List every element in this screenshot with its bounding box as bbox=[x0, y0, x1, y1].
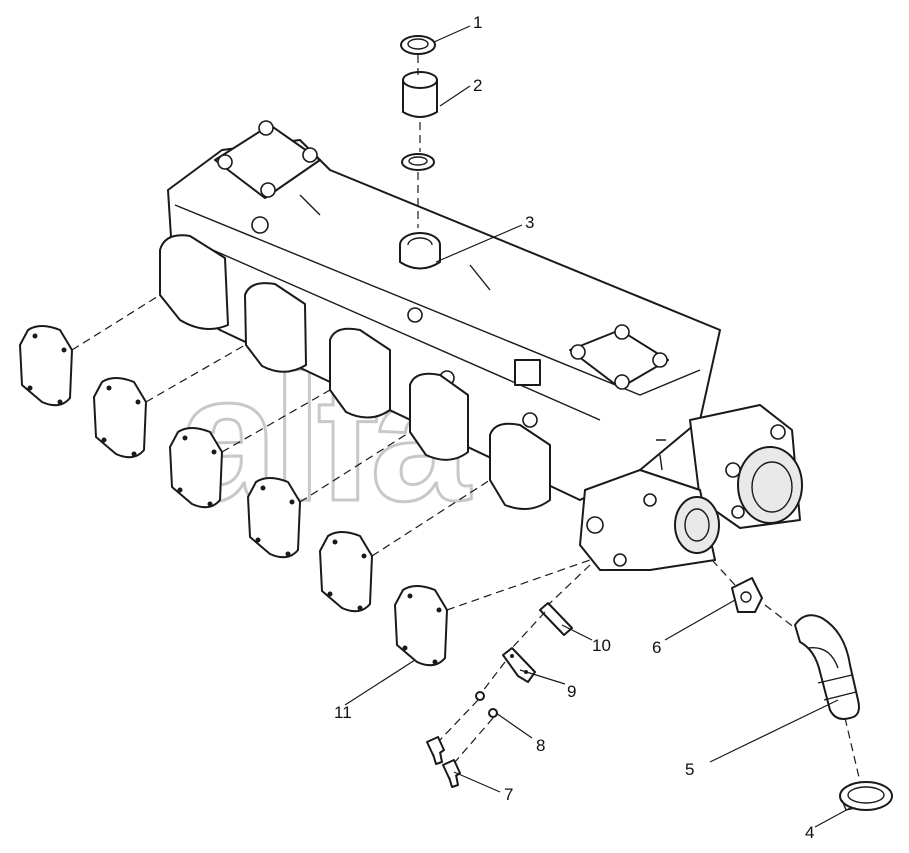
callout-8: 8 bbox=[536, 736, 545, 755]
callout-4: 4 bbox=[805, 823, 814, 842]
part-4-clamp bbox=[839, 781, 893, 811]
callout-3: 3 bbox=[525, 213, 534, 232]
callout-labels: 1 2 3 4 5 6 7 8 9 10 11 bbox=[334, 13, 814, 842]
part-1-ring bbox=[400, 35, 436, 55]
callout-1: 1 bbox=[473, 13, 482, 32]
callout-11: 11 bbox=[334, 703, 352, 722]
part-6-flange bbox=[731, 577, 763, 613]
part-11-gaskets bbox=[19, 325, 448, 667]
part-7-screws bbox=[426, 736, 461, 788]
callout-10: 10 bbox=[592, 636, 611, 655]
part-9-cover bbox=[502, 647, 536, 683]
leader-lines bbox=[344, 25, 851, 828]
part-8-washer bbox=[475, 691, 498, 718]
callout-7: 7 bbox=[504, 785, 513, 804]
part-5-hose bbox=[794, 614, 860, 720]
part-10-gasket bbox=[539, 602, 573, 636]
callout-2: 2 bbox=[473, 76, 482, 95]
part-2-sleeve bbox=[402, 71, 438, 118]
part-1-ring-lower bbox=[401, 153, 435, 171]
part-3-manifold bbox=[159, 120, 803, 571]
callout-9: 9 bbox=[567, 682, 576, 701]
callout-5: 5 bbox=[685, 760, 694, 779]
callout-6: 6 bbox=[652, 638, 661, 657]
